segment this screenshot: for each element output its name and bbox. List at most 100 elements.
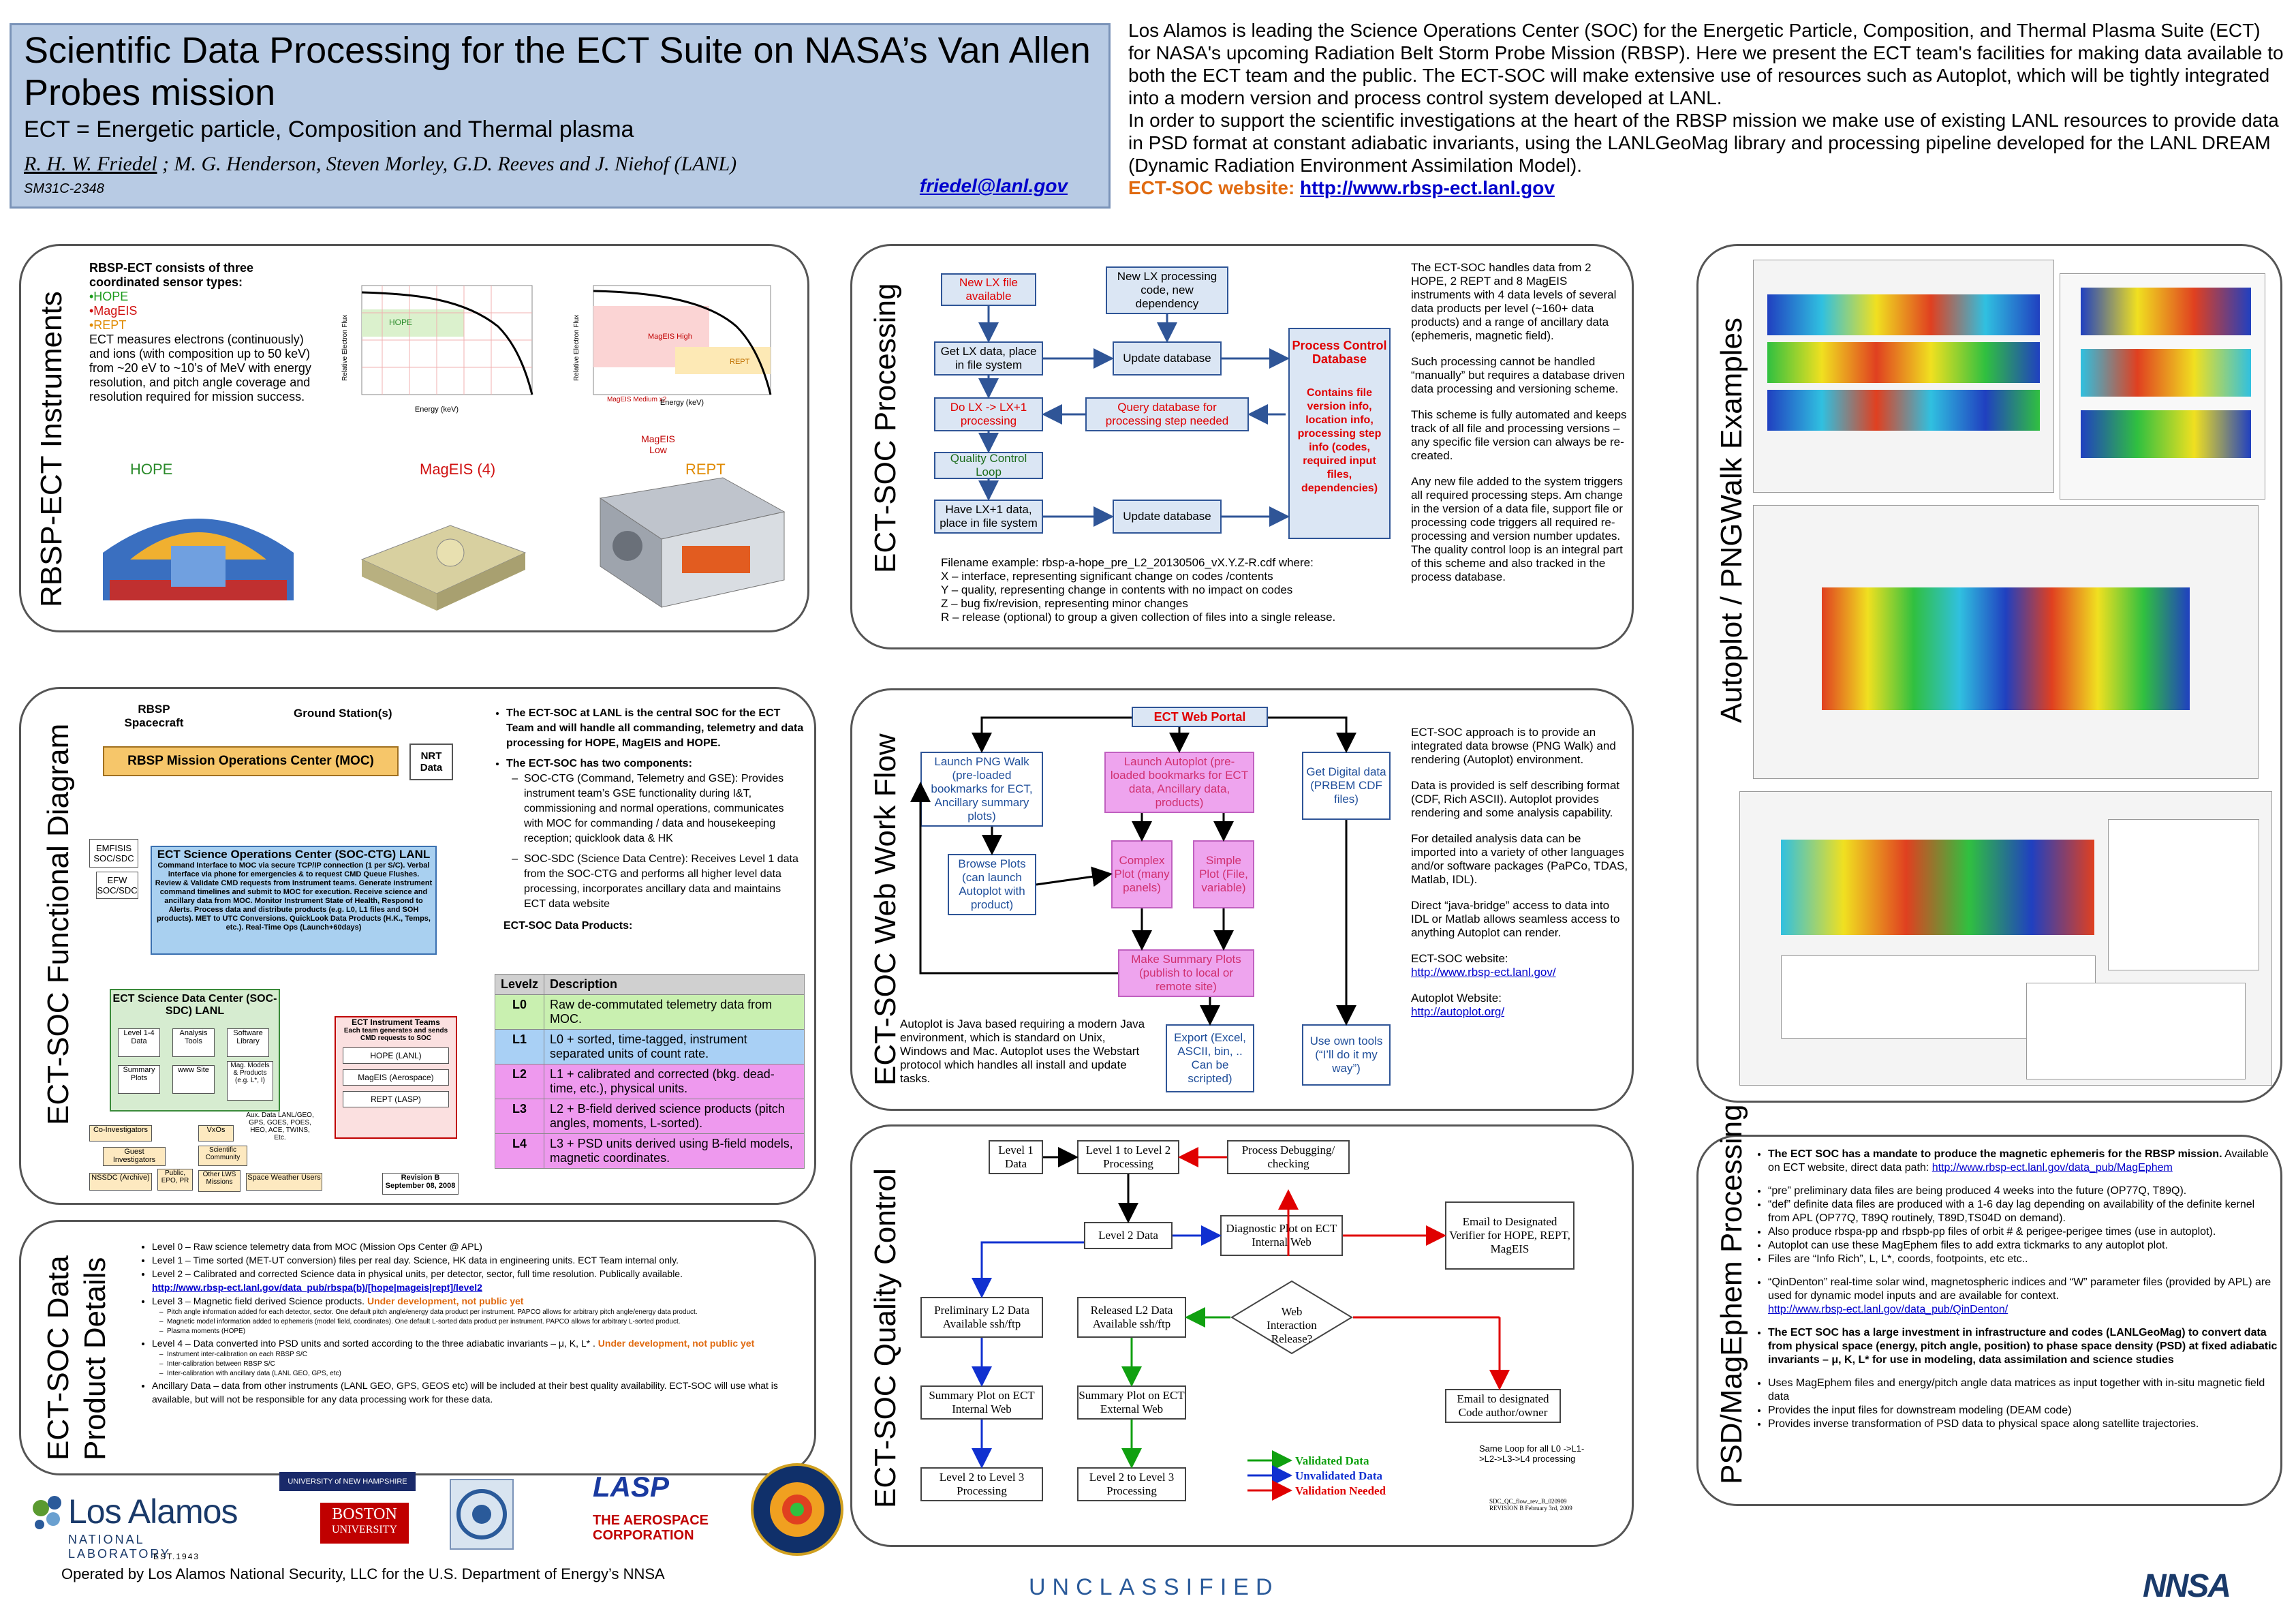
qc-doc-id: SDC_QC_flow_rev_B_020909 REVISION B Febr… (1489, 1498, 1572, 1512)
rept-bullet: •REPT (89, 318, 127, 332)
mageis-bullet: •MagEIS (89, 304, 138, 318)
teams-title: ECT Instrument Teams (352, 1017, 440, 1027)
space-weather-box: Space Weather Users (246, 1173, 322, 1191)
website-label: ECT-SOC website: (1128, 177, 1301, 198)
desc-cell: L0 + sorted, time-tagged, instrument sep… (544, 1029, 805, 1064)
energy-coverage-chart-hope: HOPE Energy (keV) Relative Electron Flux (341, 285, 533, 414)
legend-unvalidated: Unvalidated Data (1295, 1469, 1382, 1482)
new-processing-code-box: New LX processing code, new dependency (1106, 266, 1228, 314)
intro-text: Los Alamos is leading the Science Operat… (1128, 19, 2286, 199)
psd-qindenton-text: “QinDenton” real-time solar wind, magnet… (1768, 1276, 2271, 1302)
aerospace-line-2: CORPORATION (593, 1528, 694, 1543)
psd-bullet-tickmarks: Autoplot can use these MagEphem files to… (1768, 1239, 2278, 1253)
functional-diagram: RBSP Spacecraft Ground Station(s) RBSP M… (89, 703, 471, 1195)
level-cell: L4 (494, 1133, 545, 1169)
process-control-database-box: Process Control Database Contains file v… (1288, 328, 1391, 539)
qc-web-interaction-diamond (1230, 1280, 1353, 1355)
autoplot-screenshot-1 (1753, 260, 2054, 493)
pcd-desc: Contains file version info, location inf… (1297, 387, 1382, 494)
chart1-ylabel: Relative Electron Flux (341, 315, 349, 381)
lanl-logo: Los Alamos NATIONAL LABORATORY EST.1943 (27, 1489, 252, 1571)
soc-sdc-box: ECT Science Data Center (SOC-SDC) LANL L… (110, 989, 280, 1112)
sdc-summary-plots: Summary Plots (118, 1065, 160, 1094)
website-line: ECT-SOC website: http://www.rbsp-ect.lan… (1128, 177, 2286, 199)
pd-level1: Level 1 – Time sorted (MET-UT conversion… (152, 1253, 805, 1267)
pd-level4-text: Level 4 – Data converted into PSD units … (152, 1338, 598, 1349)
aerospace-logo: THE AEROSPACE CORPORATION (593, 1513, 709, 1543)
pd-level2-link[interactable]: http://www.rbsp-ect.lanl.gov/data_pub/rb… (152, 1282, 482, 1293)
pd-ancillary: Ancillary Data – data from other instrum… (152, 1379, 805, 1406)
nrt-data-box: NRT Data (409, 744, 453, 780)
magephem-link[interactable]: http://www.rbsp-ect.lanl.gov/data_pub/Ma… (1932, 1162, 2173, 1174)
products-title: ECT-SOC Data Products: (503, 920, 633, 932)
processing-panel: ECT-SOC Processing New LX file available… (850, 244, 1634, 649)
processing-text-5: The quality control loop is an integral … (1411, 543, 1623, 583)
mageis-caption: MagEIS (4) (420, 461, 496, 478)
autoplot-website-link[interactable]: http://autoplot.org/ (1411, 1005, 1505, 1018)
psd-bullet-inverse: Provides inverse transformation of PSD d… (1768, 1418, 2278, 1431)
psd-mandate: The ECT SOC has a mandate to produce the… (1768, 1148, 2222, 1160)
pd-level3-warning: Under development, not public yet (367, 1296, 524, 1306)
webflow-arrows (910, 716, 1356, 1026)
nnsa-logo: NNSA (2143, 1568, 2231, 1604)
new-lx-file-box: New LX file available (941, 273, 1036, 306)
ect-soc-website-link[interactable]: http://www.rbsp-ect.lanl.gov/ (1411, 966, 1556, 979)
product-details-label-2: Product Details (78, 1257, 112, 1460)
mageis-instrument-image (360, 525, 527, 611)
lv-header-desc: Description (544, 974, 805, 995)
psd-bullet-inputs: Provides the input files for downstream … (1768, 1404, 2278, 1418)
mageis-low-label: MagEIS Low (641, 433, 675, 455)
webflow-text-2: Data is provided is self describing form… (1411, 779, 1620, 819)
qc-released-l2: Released L2 Data Available ssh/ftp (1077, 1297, 1186, 1338)
webflow-text: ECT-SOC approach is to provide an integr… (1411, 726, 1629, 1019)
bu-name: BOSTON (332, 1505, 397, 1523)
psd-label: PSD/MagEphem Processing (1715, 1104, 1748, 1484)
qc-level1-data: Level 1 Data (989, 1140, 1043, 1174)
fn-x: X – interface, representing significant … (941, 570, 1273, 583)
autoplot-panel: Autoplot / PNGWalk Examples (1696, 244, 2282, 1103)
processing-text-3: This scheme is fully automated and keeps… (1411, 408, 1627, 462)
qc-level2-data: Level 2 Data (1084, 1222, 1173, 1249)
soc-sdc-title: ECT Science Data Center (SOC-SDC) LANL (112, 993, 277, 1017)
bu-university: UNIVERSITY (332, 1524, 397, 1535)
sdc-analysis-tools: Analysis Tools (172, 1028, 215, 1057)
level-cell: L1 (494, 1029, 545, 1064)
product-details-label-1: ECT-SOC Data (42, 1255, 75, 1460)
aux-data-box: Aux. Data LANL/GEO, GPS, GOES, POES, HEO… (246, 1112, 314, 1142)
processing-text: The ECT-SOC handles data from 2 HOPE, 2 … (1411, 261, 1629, 584)
efw-box: EFW SOC/SDC (96, 872, 138, 899)
psd-bullet-uses: Uses MagEphem files and energy/pitch ang… (1768, 1377, 2278, 1404)
instruments-desc: ECT measures electrons (continuously) an… (89, 333, 311, 403)
website-link[interactable]: http://www.rbsp-ect.lanl.gov (1300, 177, 1555, 198)
qc-panel: ECT-SOC Quality Control Level 1 Data Lev… (850, 1124, 1634, 1547)
mageis-aerospace-box: MagEIS (Aerospace) (343, 1069, 449, 1086)
qindenton-link[interactable]: http://www.rbsp-ect.lanl.gov/data_pub/Qi… (1768, 1304, 2008, 1315)
email-link[interactable]: friedel@lanl.gov (919, 175, 1068, 196)
hope-bullet: •HOPE (89, 290, 129, 303)
pcd-title: Process Control Database (1292, 339, 1387, 366)
export-box: Export (Excel, ASCII, bin, .. Can be scr… (1166, 1024, 1254, 1092)
rept-caption: REPT (685, 461, 726, 478)
lws-mission-seal (751, 1463, 843, 1556)
fn-r: R – release (optional) to group a given … (941, 611, 1336, 624)
rept-lasp-box: REPT (LASP) (343, 1091, 449, 1107)
get-lx-data-box: Get LX data, place in file system (934, 341, 1043, 376)
spacecraft-label: RBSP Spacecraft (124, 703, 184, 729)
fn-z: Z – bug fix/revision, representing minor… (941, 597, 1188, 610)
poster-id: SM31C-2348 (24, 181, 104, 196)
instruments-intro: RBSP-ECT consists of three coordinated s… (89, 261, 254, 289)
lanl-est: EST.1943 (153, 1552, 200, 1561)
intro-paragraph-2: In order to support the scientific inves… (1128, 110, 2279, 176)
lanl-wordmark: Los Alamos (68, 1492, 238, 1531)
lead-author: R. H. W. Friedel (24, 153, 157, 175)
instruments-label: RBSP-ECT Instruments (35, 291, 68, 607)
pd-level4-b: Inter-calibration between RBSP S/C (167, 1360, 805, 1369)
functional-bullet-2b: SOC-SDC (Science Data Centre): Receives … (524, 852, 805, 912)
soc-ctg-body: Command Interface to MOC via secure TCP/… (155, 861, 433, 932)
pd-level3-c: Plasma moments (HOPE) (167, 1327, 805, 1336)
hope-lanl-box: HOPE (LANL) (343, 1047, 449, 1064)
sdc-www-site: www Site (172, 1065, 215, 1094)
